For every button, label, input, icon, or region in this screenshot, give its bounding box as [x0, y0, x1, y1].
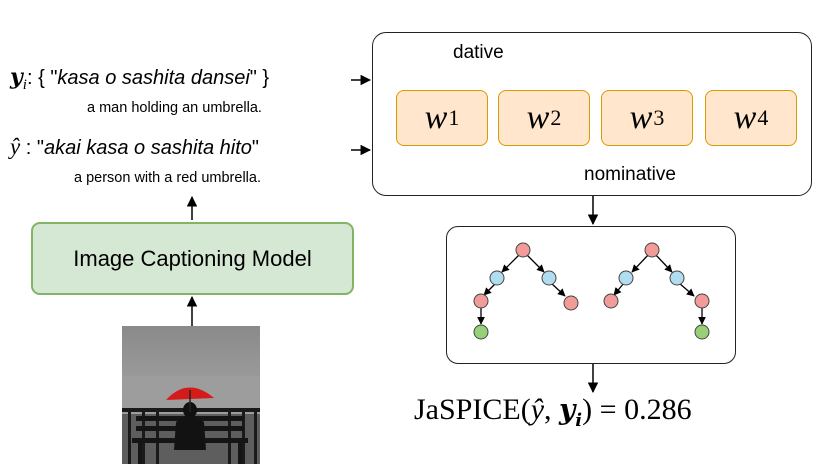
word-base: w	[526, 99, 550, 136]
graph-node	[489, 270, 505, 286]
candidate-open: : "	[20, 137, 44, 159]
candidate-text: akai kasa o sashita hito	[44, 137, 252, 159]
model-label: Image Captioning Model	[73, 245, 312, 271]
candidate-translation: a person with a red umbrella.	[74, 170, 261, 186]
reference-caption: yi: { "kasa o sashita dansei" }	[10, 64, 269, 94]
candidate-symbol: ŷ	[10, 134, 21, 159]
candidate-caption: ŷ : "akai kasa o sashita hito"	[10, 134, 259, 160]
score-arg1: ŷ	[530, 393, 545, 426]
reference-subscript: i	[22, 77, 27, 93]
graph-node	[669, 270, 685, 286]
score-value: 0.286	[624, 393, 692, 426]
score-open: (	[520, 393, 531, 426]
reference-open: : { "	[26, 67, 58, 89]
graph-node	[694, 293, 710, 309]
score-close: )	[582, 393, 593, 426]
graph-node	[541, 270, 557, 286]
score-arg2-sub: i	[575, 410, 583, 431]
score-arg2: y	[559, 393, 576, 426]
graph-node	[694, 324, 710, 340]
word-subscript: 3	[653, 105, 665, 130]
graph-node	[563, 295, 579, 311]
reference-text: kasa o sashita dansei	[57, 67, 250, 89]
graph-node	[515, 242, 531, 258]
word-base: w	[629, 99, 653, 136]
graph-node	[618, 270, 634, 286]
dative-label: dative	[453, 42, 504, 63]
scene-graph-trees	[473, 242, 710, 340]
reference-close: " }	[249, 67, 270, 89]
word-base: w	[424, 99, 448, 136]
score-equals: =	[592, 393, 625, 426]
graph-node	[473, 324, 489, 340]
word-subscript: 1	[448, 105, 460, 130]
reference-symbol: y	[10, 64, 23, 90]
graph-node	[473, 293, 489, 309]
score-name: JaSPICE	[414, 393, 521, 426]
jaspice-score: JaSPICE(ŷ, yi) = 0.286	[414, 393, 692, 431]
graph-node	[603, 293, 619, 309]
image-captioning-model-box: Image Captioning Model	[31, 222, 354, 295]
word-subscript: 4	[757, 105, 769, 130]
graph-node	[644, 242, 660, 258]
input-photo	[122, 326, 260, 464]
candidate-close: "	[251, 137, 260, 159]
nominative-label: nominative	[584, 164, 676, 185]
word-subscript: 2	[550, 105, 562, 130]
reference-translation: a man holding an umbrella.	[87, 100, 262, 116]
score-sep: ,	[544, 393, 560, 426]
word-base: w	[733, 99, 757, 136]
